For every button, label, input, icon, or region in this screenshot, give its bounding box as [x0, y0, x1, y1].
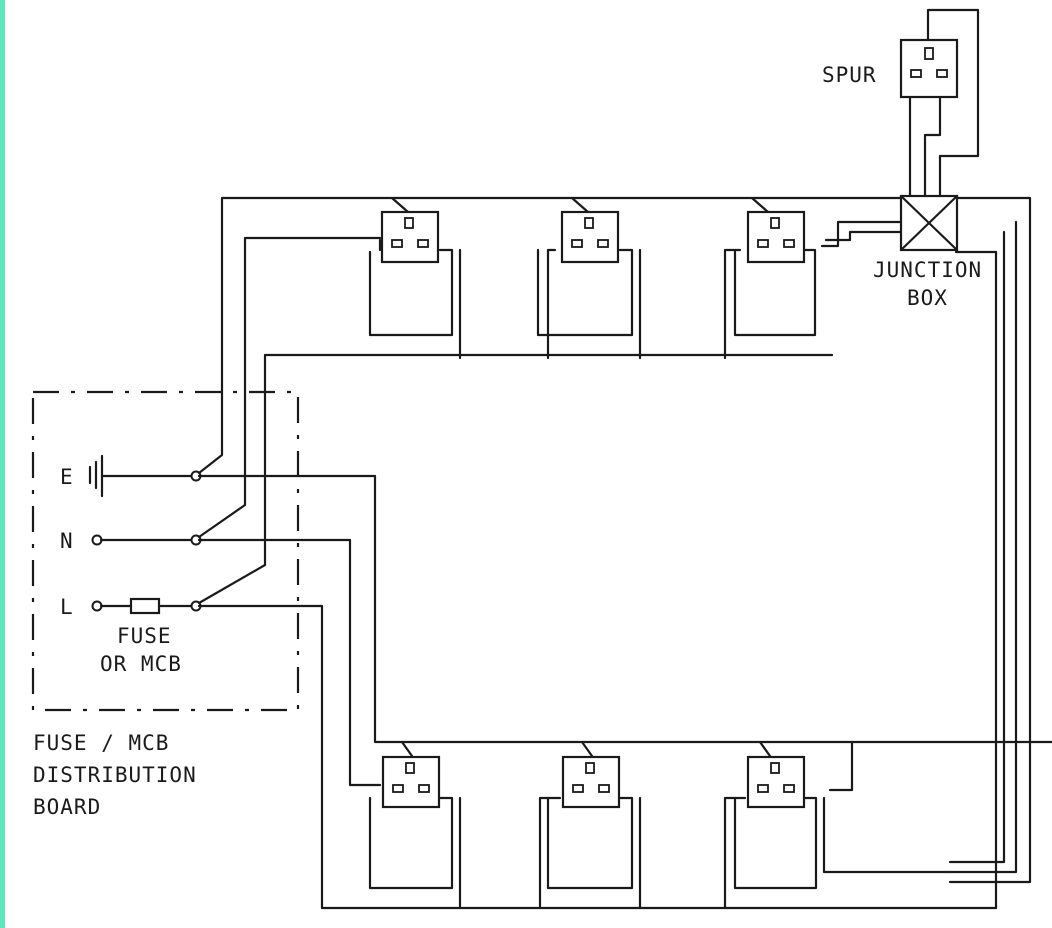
live-label: L	[60, 595, 74, 619]
spur-cables	[908, 8, 980, 198]
accent-strip	[0, 0, 5, 928]
board-label-line3: BOARD	[33, 795, 101, 819]
socket-upper-3	[723, 210, 902, 360]
distribution-board-outline	[31, 390, 300, 712]
fuse-label-line1: FUSE	[117, 624, 172, 648]
socket-lower-2	[538, 755, 642, 910]
live-terminal	[91, 597, 195, 615]
upper-sockets	[368, 196, 902, 360]
junction-box	[899, 194, 959, 252]
board-label-line1: FUSE / MCB	[33, 731, 169, 755]
socket-lower-1	[368, 755, 462, 910]
neutral-label: N	[60, 529, 74, 553]
socket-lower-3	[723, 740, 952, 910]
socket-upper-1	[368, 210, 462, 360]
fuse-label-line2: OR MCB	[100, 652, 182, 676]
board-label-line2: DISTRIBUTION	[33, 763, 197, 787]
earth-terminal	[88, 454, 195, 498]
fuse-symbol	[129, 597, 161, 615]
socket-upper-2	[536, 210, 642, 360]
spur-label: SPUR	[822, 63, 877, 87]
spur-socket	[899, 38, 959, 99]
lower-sockets	[368, 740, 952, 910]
junction-box-label-line1: JUNCTION	[873, 258, 982, 282]
earth-label: E	[60, 465, 74, 489]
junction-box-label-line2: BOX	[907, 286, 948, 310]
neutral-terminal	[91, 534, 195, 546]
